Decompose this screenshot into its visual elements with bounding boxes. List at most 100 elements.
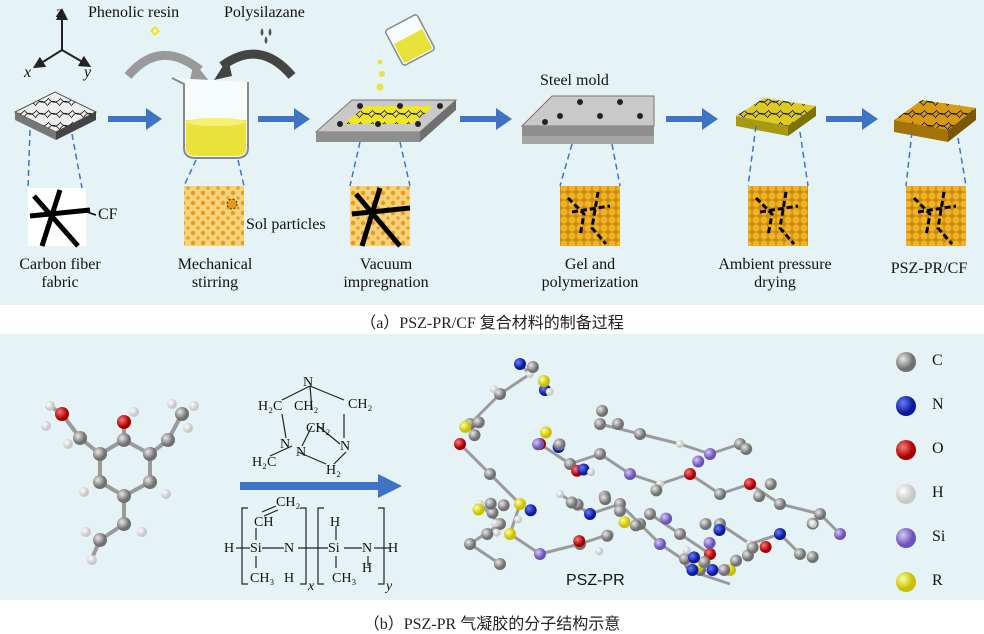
atom [814,508,826,520]
atom [484,468,496,480]
polysilazane-label: Polysilazane [224,4,305,21]
atom [497,499,510,512]
atom [634,428,646,440]
legend-label: H [932,484,944,501]
legend-label: R [932,572,943,589]
atom [545,387,554,396]
phenolic-resin-icon [150,26,160,36]
atom [660,512,673,525]
atom [692,455,705,468]
atom [492,528,501,537]
atom [514,498,526,510]
panel-b: N H₂C CH₂ CH₂ CH₂ N N N H₂C H₂ CH₂ CH H … [0,334,984,600]
atom [601,529,614,542]
atom [686,564,699,576]
psz-ch-label: CH [254,515,274,530]
atom [599,493,612,506]
beaker [171,77,249,159]
hexamine-structure [269,385,347,465]
phenolic-monomer-model [48,404,184,559]
atom [565,496,578,509]
atom [613,504,626,517]
psz-n-a: N [284,541,295,556]
atom [654,538,666,550]
gel-zoom-inset [560,186,620,246]
legend-swatch-c [896,352,916,372]
atom [486,506,499,519]
atom [484,497,497,510]
atom [774,528,786,540]
psz-h-left: H [224,541,235,556]
bond [499,372,531,396]
sol-zoom-inset [184,186,244,246]
bond [469,542,501,566]
atom [596,404,609,417]
psz-ch3-b: CH₃ [332,571,357,586]
atom [746,541,759,554]
psz-h-top: H [330,515,341,530]
process-arrow [666,108,718,130]
atom [584,508,596,520]
legend-swatch-n [896,396,916,416]
steel-mold [520,95,655,144]
atom [714,488,726,500]
psz-h-right: H [388,541,399,556]
atom [704,448,716,460]
atom [809,519,818,528]
atom [539,426,552,439]
atom [468,429,481,442]
caption-b: （b）PSZ-PR 气凝胶的分子结构示意 [363,616,621,633]
psz-si-a: Si [250,541,262,556]
atom [534,548,546,560]
atom [573,535,586,548]
atom [678,552,691,565]
atom [537,375,550,388]
atom [504,528,516,540]
atom [514,515,523,524]
atom [594,448,606,460]
atom [699,517,712,530]
atom [611,418,624,431]
panel-a: z x y Phenolic resin Polysilazane Steel … [0,0,984,305]
atom [481,527,494,540]
atom [556,490,564,498]
hexamine-h2c-a: H₂C [258,399,283,414]
pouring-beaker-icon [376,14,435,91]
bond [539,542,581,556]
bond [488,472,522,506]
cf-label: CF [98,206,118,223]
atom [794,548,806,560]
psz-h-bottom-b: H [362,561,373,576]
polysilazane-curve-arrow [219,49,296,79]
process-arrow [826,108,878,130]
psz-pr-label: PSZ-PR [566,572,625,589]
atom [514,358,526,370]
legend-swatch-h [896,484,916,504]
atom [624,468,636,480]
final-zoom-inset [906,186,966,246]
axis-x-label: x [24,64,32,81]
atom [526,361,539,374]
atom [764,478,777,491]
hexamine-ch2-a: CH₂ [294,399,319,414]
atom [718,564,731,576]
atom [706,564,719,576]
atom [454,438,466,450]
atom [524,504,537,517]
atom [753,490,766,503]
atom [629,519,642,532]
bond [509,532,541,556]
hexamine-n-top: N [303,375,314,390]
atom [806,550,819,563]
process-arrow [108,108,162,130]
atom [744,478,756,490]
psz-x-subscript: x [308,579,315,594]
hexamine-ch2-b: CH₂ [348,397,373,412]
hexamine-n-mid: N [296,445,307,460]
atom [494,558,506,570]
bond [458,442,492,476]
atom [577,463,590,476]
